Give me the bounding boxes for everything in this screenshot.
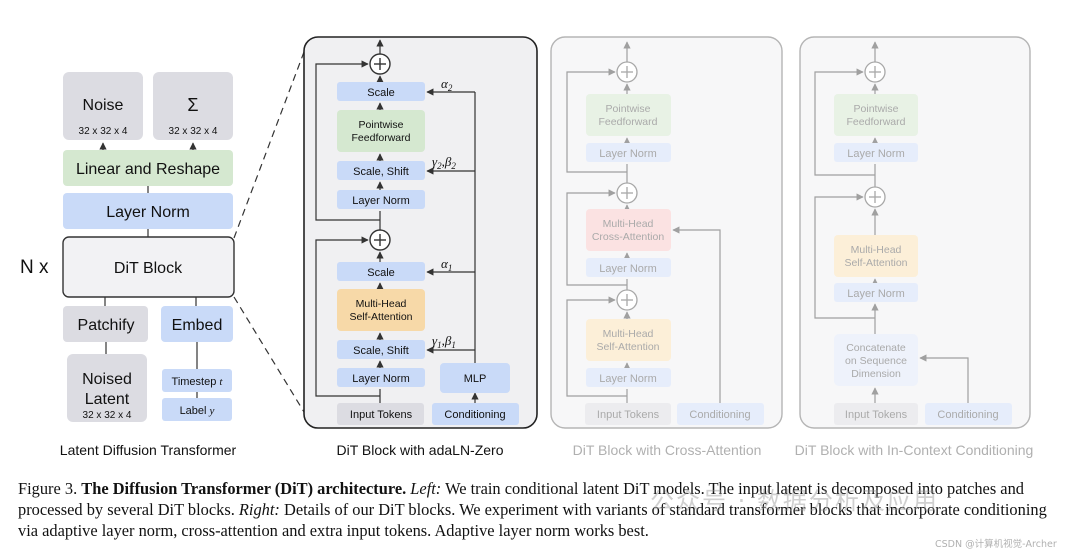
sigma-box <box>153 72 233 140</box>
label-label: Label y <box>180 405 215 417</box>
dit-block-label: DiT Block <box>114 260 183 277</box>
cross-mhsa-label-1: Multi-Head <box>603 328 654 340</box>
figure-caption: Figure 3. The Diffusion Transformer (DiT… <box>18 478 1068 541</box>
mhsa-box <box>337 289 425 331</box>
linear-reshape-label: Linear and Reshape <box>76 161 220 178</box>
timestep-label: Timestep t <box>172 376 224 388</box>
gamma2-beta2-label: γ2,β2 <box>432 154 456 171</box>
cross-input-tokens-label: Input Tokens <box>597 409 660 421</box>
scale-shift-bottom-label: Scale, Shift <box>353 345 409 357</box>
caption-right-label: Right: <box>238 500 280 519</box>
conditioning-label: Conditioning <box>444 409 505 421</box>
noise-box <box>63 72 143 140</box>
noised-latent-dim: 32 x 32 x 4 <box>83 410 132 421</box>
noised-latent-box <box>67 354 147 422</box>
incontext-pointwise-label-1: Pointwise <box>854 103 899 115</box>
incontext-input-tokens-label: Input Tokens <box>845 409 908 421</box>
noised-latent-label-2: Latent <box>85 391 130 408</box>
timestep-box <box>162 369 232 392</box>
sigma-label: Σ <box>187 95 198 115</box>
pointwise-ff-box <box>337 110 425 152</box>
cross-conditioning-label: Conditioning <box>689 409 750 421</box>
latent-diffusion-transformer: Noise 32 x 32 x 4 Σ 32 x 32 x 4 Linear a… <box>20 72 237 458</box>
patchify-label: Patchify <box>78 317 135 334</box>
incontext-layer-norm-2: Layer Norm <box>847 288 904 300</box>
mlp-box <box>440 363 510 393</box>
patchify-box <box>63 306 148 342</box>
scale-shift-top-box <box>337 161 425 180</box>
noise-dim: 32 x 32 x 4 <box>79 126 128 137</box>
layer-norm-label: Layer Norm <box>106 204 190 221</box>
n-x-label: N x <box>20 257 49 278</box>
zoom-line-top <box>233 51 305 239</box>
layer-norm-bottom-box <box>337 368 425 387</box>
in-context-panel: Pointwise Feedforward Layer Norm Multi-H… <box>795 36 1034 458</box>
incontext-conditioning-label: Conditioning <box>937 409 998 421</box>
scale-shift-bottom-box <box>337 340 425 359</box>
caption-left-label: Left: <box>410 479 442 498</box>
cross-pointwise-label-1: Pointwise <box>606 103 651 115</box>
alpha2-label: α2 <box>441 76 453 93</box>
sigma-dim: 32 x 32 x 4 <box>169 126 218 137</box>
layer-norm-box <box>63 193 233 229</box>
scale-bottom-label: Scale <box>367 267 395 279</box>
dit-block-box <box>62 236 235 298</box>
alpha1-label: α1 <box>441 256 452 273</box>
cross-mhca-label-1: Multi-Head <box>603 218 654 230</box>
cross-mhca-label-2: Cross-Attention <box>592 231 665 243</box>
incontext-concat-label-1: Concatenate <box>846 342 906 354</box>
embed-box <box>161 306 233 342</box>
cross-mhsa-label-2: Self-Attention <box>596 341 659 353</box>
mlp-label: MLP <box>464 373 487 385</box>
scale-top-label: Scale <box>367 87 395 99</box>
linear-reshape-box <box>63 150 233 186</box>
mhsa-label-2: Self-Attention <box>349 311 412 323</box>
incontext-panel-title: DiT Block with In-Context Conditioning <box>795 442 1034 458</box>
layer-norm-top-box <box>337 190 425 209</box>
cross-pointwise-label-2: Feedforward <box>599 116 658 128</box>
pointwise-ff-label-1: Pointwise <box>359 119 404 131</box>
zoom-line-bottom <box>233 296 305 413</box>
embed-label: Embed <box>172 317 223 334</box>
caption-bold: The Diffusion Transformer (DiT) architec… <box>81 479 407 498</box>
input-tokens-box <box>337 403 424 425</box>
adaln-zero-panel: Scale Pointwise Feedforward Scale, Shift… <box>303 36 538 458</box>
cross-layer-norm-2: Layer Norm <box>599 263 656 275</box>
incontext-concat-label-3: Dimension <box>851 368 901 380</box>
scale-bottom-box <box>337 262 425 281</box>
incontext-pointwise-label-2: Feedforward <box>847 116 906 128</box>
scale-shift-top-label: Scale, Shift <box>353 166 409 178</box>
caption-prefix: Figure 3. <box>18 479 82 498</box>
incontext-layer-norm-1: Layer Norm <box>847 148 904 160</box>
layer-norm-top-label: Layer Norm <box>352 195 409 207</box>
cross-attention-panel: Pointwise Feedforward Layer Norm Multi-H… <box>550 36 783 458</box>
cross-panel-title: DiT Block with Cross-Attention <box>573 442 762 458</box>
mhsa-label-1: Multi-Head <box>356 298 407 310</box>
watermark-small: CSDN @计算机视觉-Archer <box>935 539 1057 550</box>
incontext-mhsa-label-2: Self-Attention <box>844 257 907 269</box>
incontext-mhsa-label-1: Multi-Head <box>851 244 902 256</box>
incontext-concat-label-2: on Sequence <box>845 355 907 367</box>
layer-norm-bottom-label: Layer Norm <box>352 373 409 385</box>
caption-text-1: We train conditional latent DiT models. … <box>18 479 1024 519</box>
adaln-panel-title: DiT Block with adaLN-Zero <box>336 442 503 458</box>
scale-top-box <box>337 82 425 101</box>
conditioning-box <box>432 403 519 425</box>
left-panel-title: Latent Diffusion Transformer <box>60 442 237 458</box>
noise-label: Noise <box>83 97 124 114</box>
caption-text-2: Details of our DiT blocks. We experiment… <box>18 500 1047 540</box>
watermark-main: 公众号 · 数据分析及应用 <box>650 487 939 515</box>
cross-layer-norm-3: Layer Norm <box>599 373 656 385</box>
gamma1-beta1-label: γ1,β1 <box>432 333 456 350</box>
input-tokens-label: Input Tokens <box>350 409 413 421</box>
label-box <box>162 398 232 421</box>
dit-architecture-diagram: Noise 32 x 32 x 4 Σ 32 x 32 x 4 Linear a… <box>20 36 1034 458</box>
noised-latent-label-1: Noised <box>82 371 132 388</box>
cross-layer-norm-1: Layer Norm <box>599 148 656 160</box>
pointwise-ff-label-2: Feedforward <box>352 132 411 144</box>
